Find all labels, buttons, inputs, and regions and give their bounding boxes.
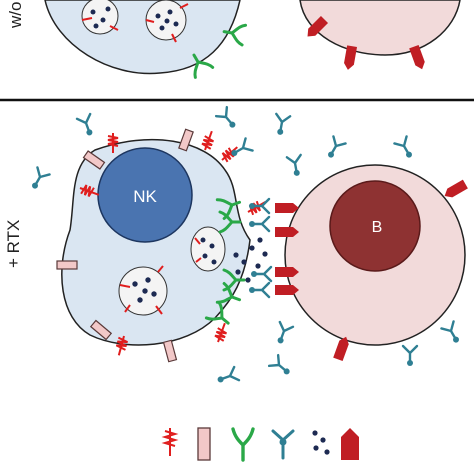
free-antibody (75, 112, 99, 139)
legend-teal-antibody-icon (271, 429, 295, 460)
free-antibody (285, 153, 306, 179)
bound-antibody (249, 265, 273, 283)
free-antibody (271, 320, 295, 347)
free-antibody (267, 353, 295, 380)
surface-antigen (342, 45, 358, 71)
surface-antigen (442, 179, 468, 201)
free-antibody (214, 105, 241, 133)
free-antibody (440, 320, 465, 347)
free-antibody (214, 365, 241, 389)
legend-red-coil-receptor-icon (161, 428, 179, 456)
legend-pink-inhibitory-receptor-icon (197, 427, 211, 461)
granule-vesicle (81, 0, 119, 35)
legend-cytotoxic-granules-icon (312, 430, 330, 455)
free-antibody (271, 112, 292, 138)
free-antibody (322, 135, 347, 162)
granule-vesicle (145, 0, 189, 43)
granule-vesicle (118, 265, 168, 316)
inhibitory-receptor (162, 339, 178, 363)
b-label: B (372, 219, 383, 236)
free-antibody (26, 166, 51, 193)
legend (161, 427, 359, 462)
free-antibody (393, 135, 418, 162)
inhibitory-receptor (56, 260, 78, 270)
nk-cell-top (44, 0, 241, 75)
legend-green-fc-receptor-icon (231, 427, 255, 462)
surface-antigen (409, 45, 427, 71)
panel-without-rtx (44, 0, 461, 79)
bound-antibody (247, 281, 271, 299)
b-nucleus (329, 180, 421, 272)
released-granules (233, 237, 268, 283)
b-cell-top (299, 0, 461, 56)
activating-receptor (212, 320, 231, 345)
nk-label: NK (133, 187, 157, 206)
bound-antibody (247, 215, 271, 233)
free-antibody (401, 344, 419, 368)
panel-with-rtx: NK B (26, 105, 468, 389)
activating-receptor (199, 128, 218, 153)
free-antibody (227, 137, 254, 162)
granule-vesicle (190, 226, 226, 272)
legend-red-surface-antigen-icon (341, 428, 359, 460)
